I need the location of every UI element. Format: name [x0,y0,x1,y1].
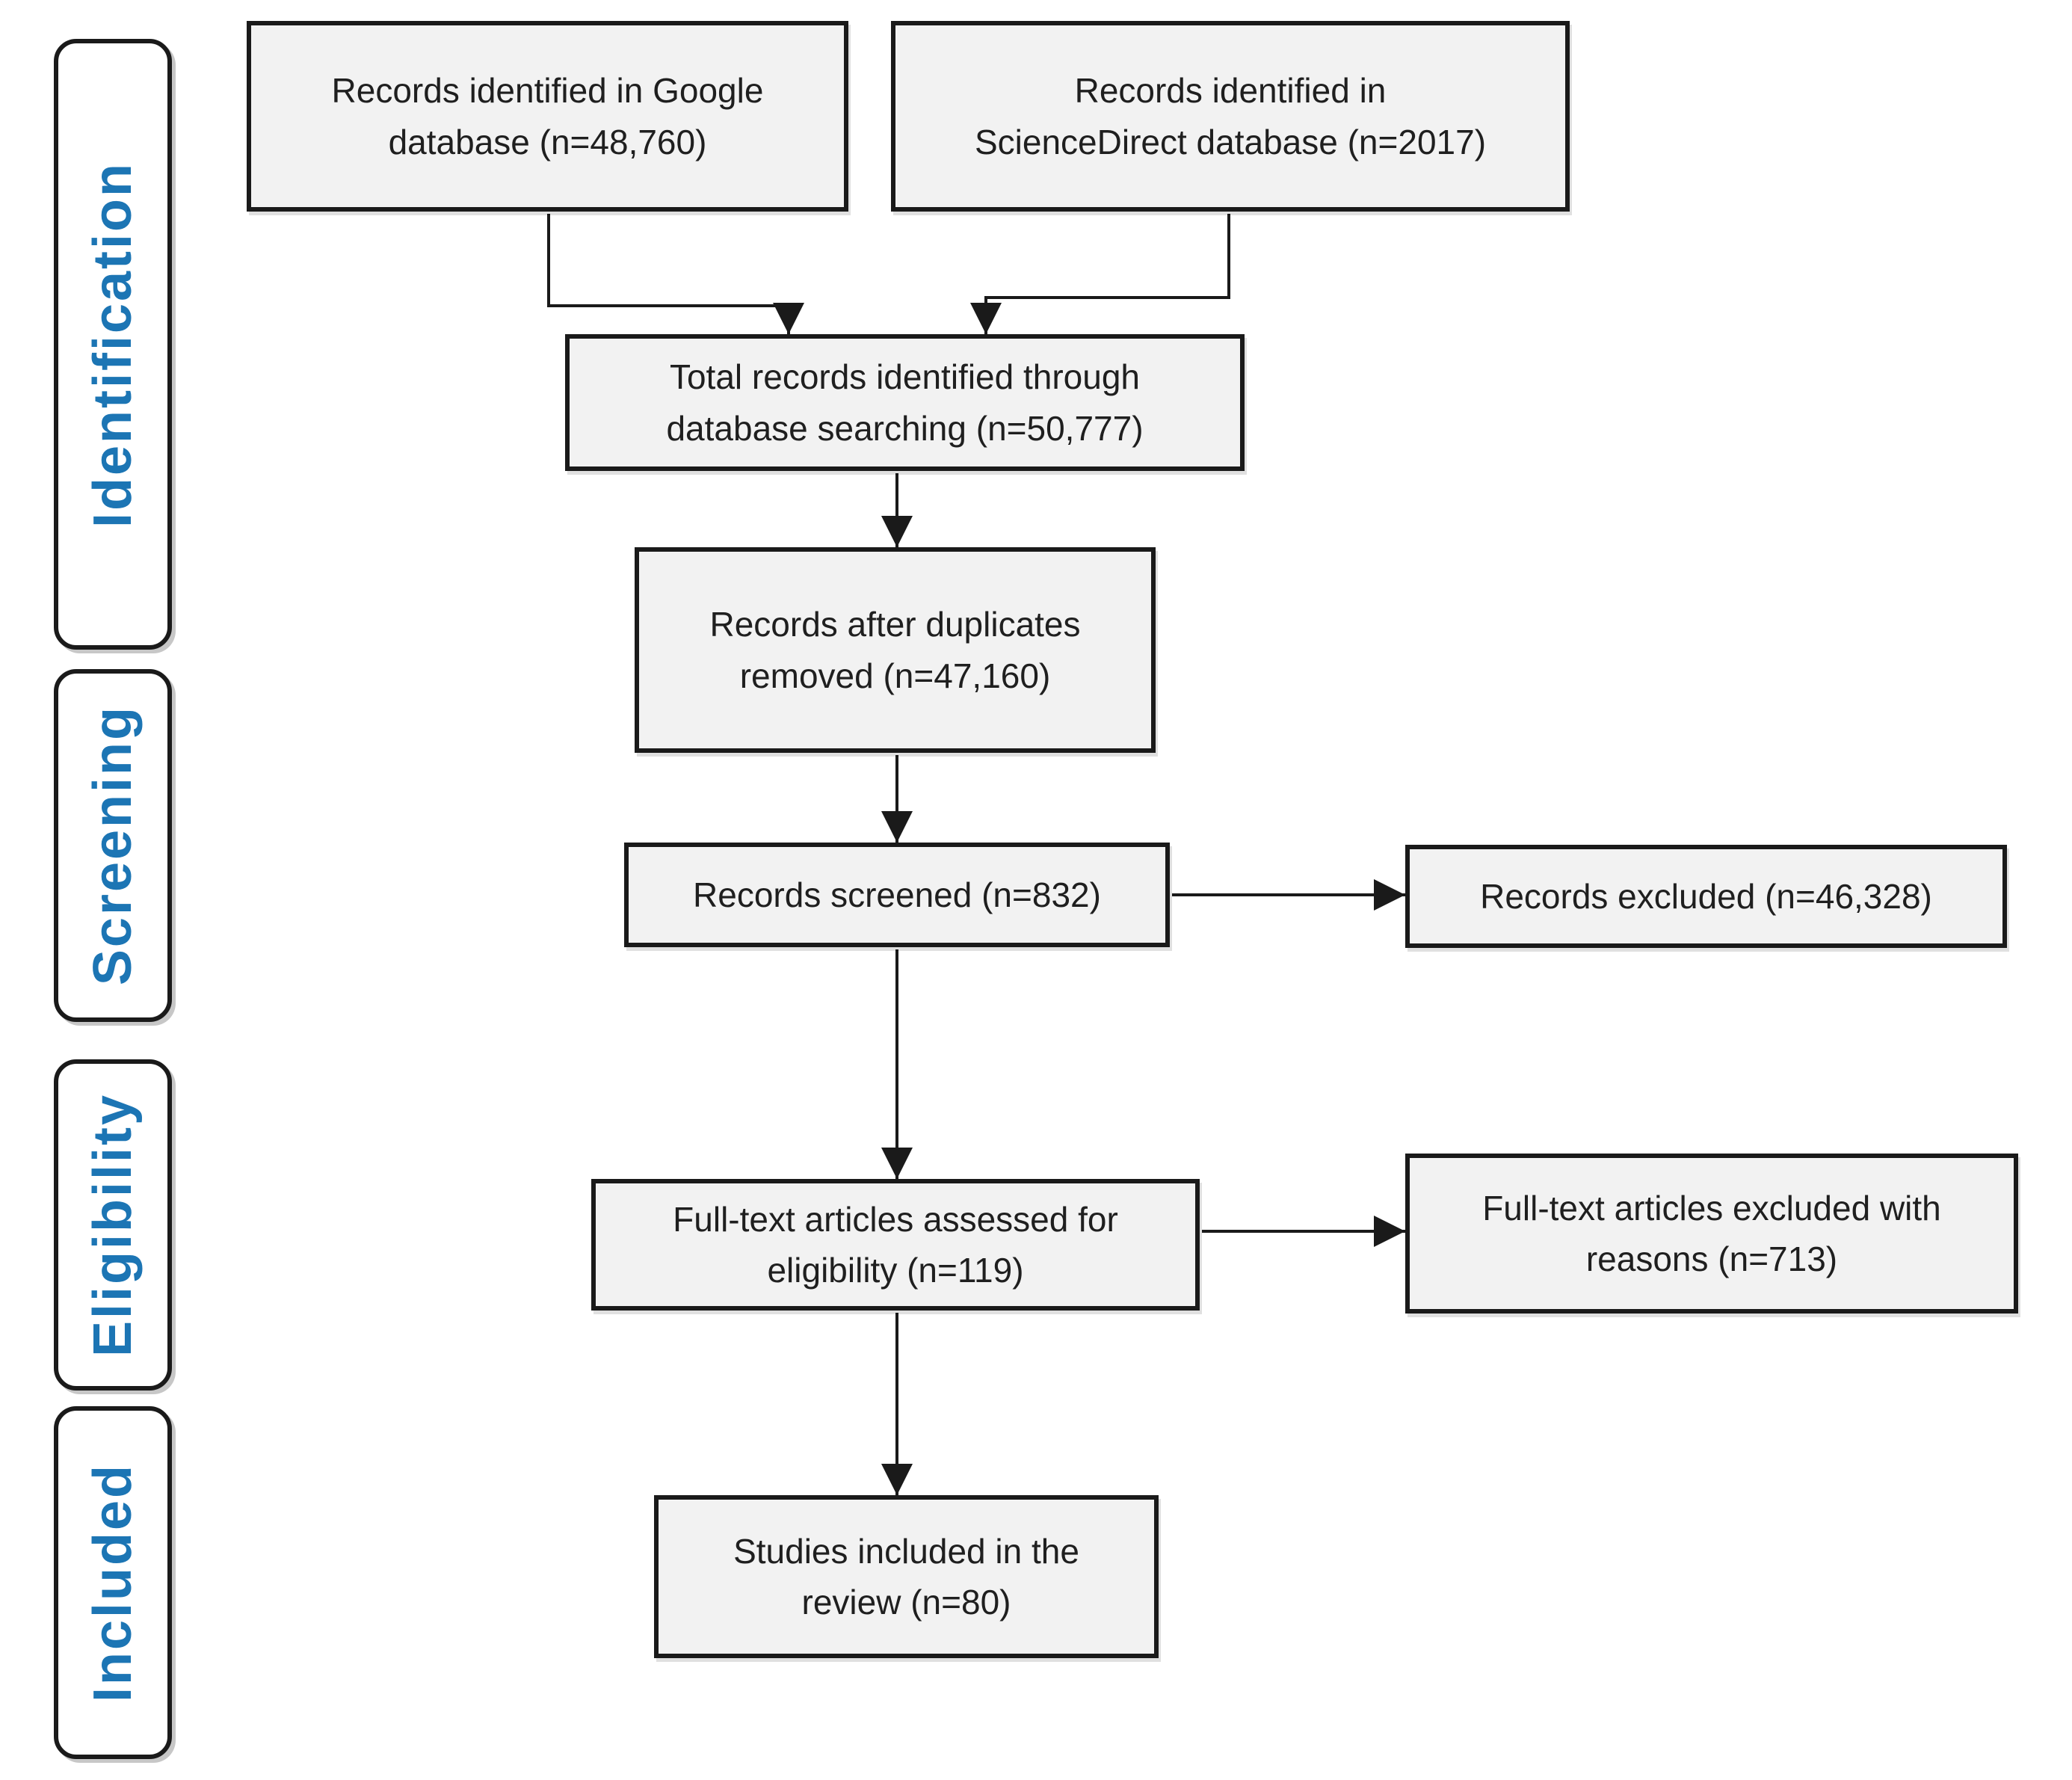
stage-box-identification: Identification [54,39,172,650]
stage-box-screening: Screening [54,669,172,1022]
stage-box-included: Included [54,1406,172,1759]
node-records-screened: Records screened (n=832) [624,843,1170,947]
stage-label-eligibility: Eligibility [83,1092,143,1358]
stage-label-screening: Screening [83,705,143,986]
stage-label-included: Included [83,1462,143,1702]
node-studies-included: Studies included in the review (n=80) [654,1495,1159,1658]
node-text-line: Records excluded (n=46,328) [1480,876,1932,916]
node-text-line: Full-text articles assessed for [673,1199,1118,1239]
node-text-line: ScienceDirect database (n=2017) [974,122,1487,161]
stage-label-identification: Identification [83,161,143,528]
arrow-google-to-total [547,214,804,334]
node-text-line: Studies included in the [733,1531,1079,1571]
node-records-identified-google: Records identified in Google database (n… [247,21,848,212]
node-records-identified-sciencedirect: Records identified in ScienceDirect data… [891,21,1570,212]
node-text-line: Records after duplicates [709,605,1081,644]
node-total-records-identified: Total records identified through databas… [565,334,1245,471]
node-text-line: Total records identified through [669,357,1141,397]
node-records-excluded: Records excluded (n=46,328) [1405,845,2007,948]
node-records-after-duplicates-removed: Records after duplicates removed (n=47,1… [635,547,1156,753]
arrow-sciencedirect-to-total [970,214,1230,334]
node-text-line: review (n=80) [801,1583,1011,1622]
node-fulltext-excluded: Full-text articles excluded with reasons… [1405,1154,2018,1314]
node-text-line: reasons (n=713) [1585,1239,1838,1278]
stage-box-eligibility: Eligibility [54,1059,172,1391]
node-text-line: Records screened (n=832) [693,875,1101,914]
node-text-line: eligibility (n=119) [767,1251,1024,1290]
node-text-line: database searching (n=50,777) [666,408,1144,448]
node-text-line: Records identified in [1074,71,1387,111]
node-text-line: database (n=48,760) [388,122,707,161]
node-text-line: Records identified in Google [331,71,764,111]
node-text-line: Full-text articles excluded with [1482,1188,1941,1228]
node-fulltext-assessed: Full-text articles assessed for eligibil… [591,1179,1200,1311]
node-text-line: removed (n=47,160) [739,656,1051,695]
